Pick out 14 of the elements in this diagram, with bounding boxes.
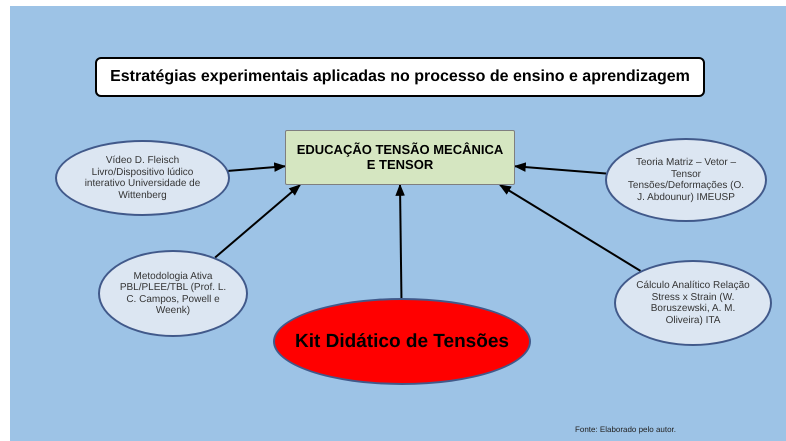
arrow: [514, 162, 606, 175]
node-text: Teoria Matriz – Vetor – Tensor Tensões/Deformações (O. J. Abdounur) IMEUSP: [626, 157, 746, 203]
source-note: Fonte: Elaborado pelo autor.: [575, 425, 676, 434]
node-text: EDUCAÇÃO TENSÃO MECÂNICA E TENSOR: [296, 142, 504, 172]
topic-box: [285, 130, 515, 185]
node-text: Vídeo D. Fleisch Livro/Dispositivo lúdico interativo Universidade de Wittenberg: [84, 155, 202, 201]
arrow: [228, 162, 286, 172]
arrow: [214, 184, 301, 258]
node-text: Kit Didático de Tensões: [295, 330, 509, 352]
node-text: Cálculo Analítico Relação Stress x Strain (W. Boruszewski, A. M. Oliveira) ITA: [635, 280, 751, 326]
arrow: [395, 184, 405, 298]
node-text: Metodologia Ativa PBL/PLEE/TBL (Prof. L. C. Campos, Powell e Weenk): [118, 270, 228, 316]
heading-box: Estratégias experimentais aplicadas no processo de ensino e aprendizagem: [95, 57, 705, 97]
arrow: [498, 184, 641, 272]
